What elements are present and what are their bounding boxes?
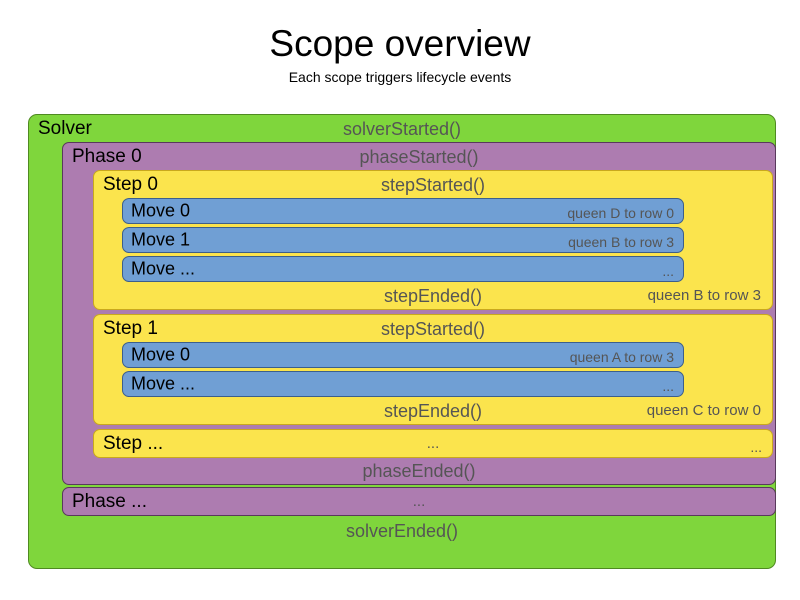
solver-ended-event: solverEnded(): [345, 521, 459, 541]
move-detail: ...: [662, 378, 674, 394]
solver-scope[interactable]: Solver solverStarted() Phase 0 phaseStar…: [28, 114, 776, 569]
move-detail: queen B to row 3: [568, 234, 674, 250]
step-0-started-event: stepStarted(): [380, 174, 486, 195]
step-0-ended-event: stepEnded(): [383, 286, 483, 306]
step-1-label: Step 1: [103, 317, 158, 339]
move-row[interactable]: Move 0 queen D to row 0: [122, 198, 684, 224]
step-1-started-event: stepStarted(): [380, 318, 486, 339]
move-detail: queen D to row 0: [567, 205, 674, 221]
step-ellipsis-header: Step ... ... ...: [94, 430, 772, 457]
step-0-label: Step 0: [103, 173, 158, 195]
solver-header: Solver solverStarted(): [29, 115, 775, 142]
move-label: Move 0: [131, 200, 191, 221]
moves-area-step-1: Move 0 queen A to row 3 Move ... ...: [122, 342, 684, 398]
phase-0-label: Phase 0: [72, 145, 142, 167]
step-ellipsis-detail: ...: [750, 439, 762, 455]
phase-ellipsis-event: ...: [412, 492, 426, 510]
page-subtitle: Each scope triggers lifecycle events: [288, 69, 512, 85]
move-detail: ...: [662, 263, 674, 279]
phase-scope-0[interactable]: Phase 0 phaseStarted() Step 0 stepStarte…: [62, 142, 776, 485]
move-label: Move 0: [131, 344, 191, 365]
phase-0-started-event: phaseStarted(): [359, 146, 479, 167]
move-row[interactable]: Move 1 queen B to row 3: [122, 227, 684, 253]
step-1-footer: stepEnded() queen C to row 0: [94, 398, 772, 424]
step-0-ended-detail: queen B to row 3: [647, 287, 761, 304]
phase-ellipsis-label: Phase ...: [72, 490, 147, 512]
step-0-header: Step 0 stepStarted(): [94, 171, 772, 198]
solver-label: Solver: [38, 117, 92, 139]
step-1-ended-detail: queen C to row 0: [646, 402, 761, 419]
step-scope-1[interactable]: Step 1 stepStarted() Move 0 queen A to r…: [93, 314, 773, 425]
phase-0-ended-event: phaseEnded(): [362, 461, 476, 481]
step-ellipsis-event: ...: [426, 434, 440, 452]
step-scope-0[interactable]: Step 0 stepStarted() Move 0 queen D to r…: [93, 170, 773, 310]
step-1-header: Step 1 stepStarted(): [94, 315, 772, 342]
move-label: Move ...: [131, 258, 196, 279]
scope-overview-diagram: Solver solverStarted() Phase 0 phaseStar…: [28, 114, 776, 569]
phase-ellipsis-header: Phase ... ...: [63, 488, 775, 515]
step-scope-ellipsis[interactable]: Step ... ... ...: [93, 429, 773, 458]
move-row[interactable]: Move ... ...: [122, 371, 684, 397]
phase-scope-ellipsis[interactable]: Phase ... ...: [62, 487, 776, 516]
moves-area-step-0: Move 0 queen D to row 0 Move 1 queen B t…: [122, 198, 684, 283]
move-row[interactable]: Move 0 queen A to row 3: [122, 342, 684, 368]
steps-area: Step 0 stepStarted() Move 0 queen D to r…: [93, 170, 773, 458]
phase-0-header: Phase 0 phaseStarted(): [63, 143, 775, 170]
solver-started-event: solverStarted(): [342, 118, 462, 139]
page-title: Scope overview: [269, 23, 531, 64]
move-detail: queen A to row 3: [569, 349, 674, 365]
step-ellipsis-label: Step ...: [103, 432, 164, 454]
solver-footer: solverEnded(): [29, 516, 775, 546]
phase-0-footer: phaseEnded(): [63, 458, 775, 484]
move-row[interactable]: Move ... ...: [122, 256, 684, 282]
title-block: Scope overview Each scope triggers lifec…: [0, 0, 800, 86]
step-0-footer: stepEnded() queen B to row 3: [94, 283, 772, 309]
step-1-ended-event: stepEnded(): [383, 401, 483, 421]
move-label: Move ...: [131, 373, 196, 394]
move-label: Move 1: [131, 229, 191, 250]
